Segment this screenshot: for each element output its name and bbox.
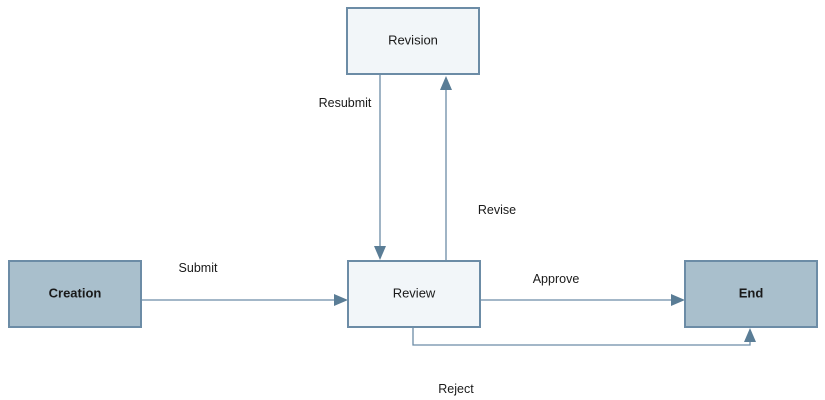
arrow-up-icon bbox=[440, 76, 452, 90]
node-end-label: End bbox=[739, 285, 764, 300]
edge-label-resubmit: Resubmit bbox=[319, 96, 372, 110]
node-creation-label: Creation bbox=[49, 285, 102, 300]
edge-label-submit: Submit bbox=[179, 261, 218, 275]
arrow-right-icon bbox=[671, 294, 685, 306]
arrow-down-icon bbox=[374, 246, 386, 260]
edge-submit bbox=[142, 294, 348, 306]
node-revision-box[interactable] bbox=[346, 7, 480, 75]
arrow-right-icon bbox=[334, 294, 348, 306]
node-creation[interactable]: Creation bbox=[8, 260, 142, 328]
node-revision-label: Revision bbox=[388, 32, 438, 47]
arrow-up-icon bbox=[744, 328, 756, 342]
edge-revise bbox=[440, 76, 452, 261]
node-review-box[interactable] bbox=[347, 260, 481, 328]
node-end[interactable]: End bbox=[684, 260, 818, 328]
node-end-box[interactable] bbox=[684, 260, 818, 328]
node-creation-box[interactable] bbox=[8, 260, 142, 328]
edge-label-revise: Revise bbox=[478, 203, 516, 217]
edge-resubmit bbox=[374, 75, 386, 260]
node-review-label: Review bbox=[393, 285, 436, 300]
node-revision[interactable]: Revision bbox=[346, 7, 480, 75]
node-review[interactable]: Review bbox=[347, 260, 481, 328]
edge-approve bbox=[481, 294, 685, 306]
edge-label-reject: Reject bbox=[438, 382, 474, 396]
edge-reject-line bbox=[412, 327, 751, 346]
edge-label-approve: Approve bbox=[533, 272, 580, 286]
edge-reject bbox=[412, 327, 756, 346]
